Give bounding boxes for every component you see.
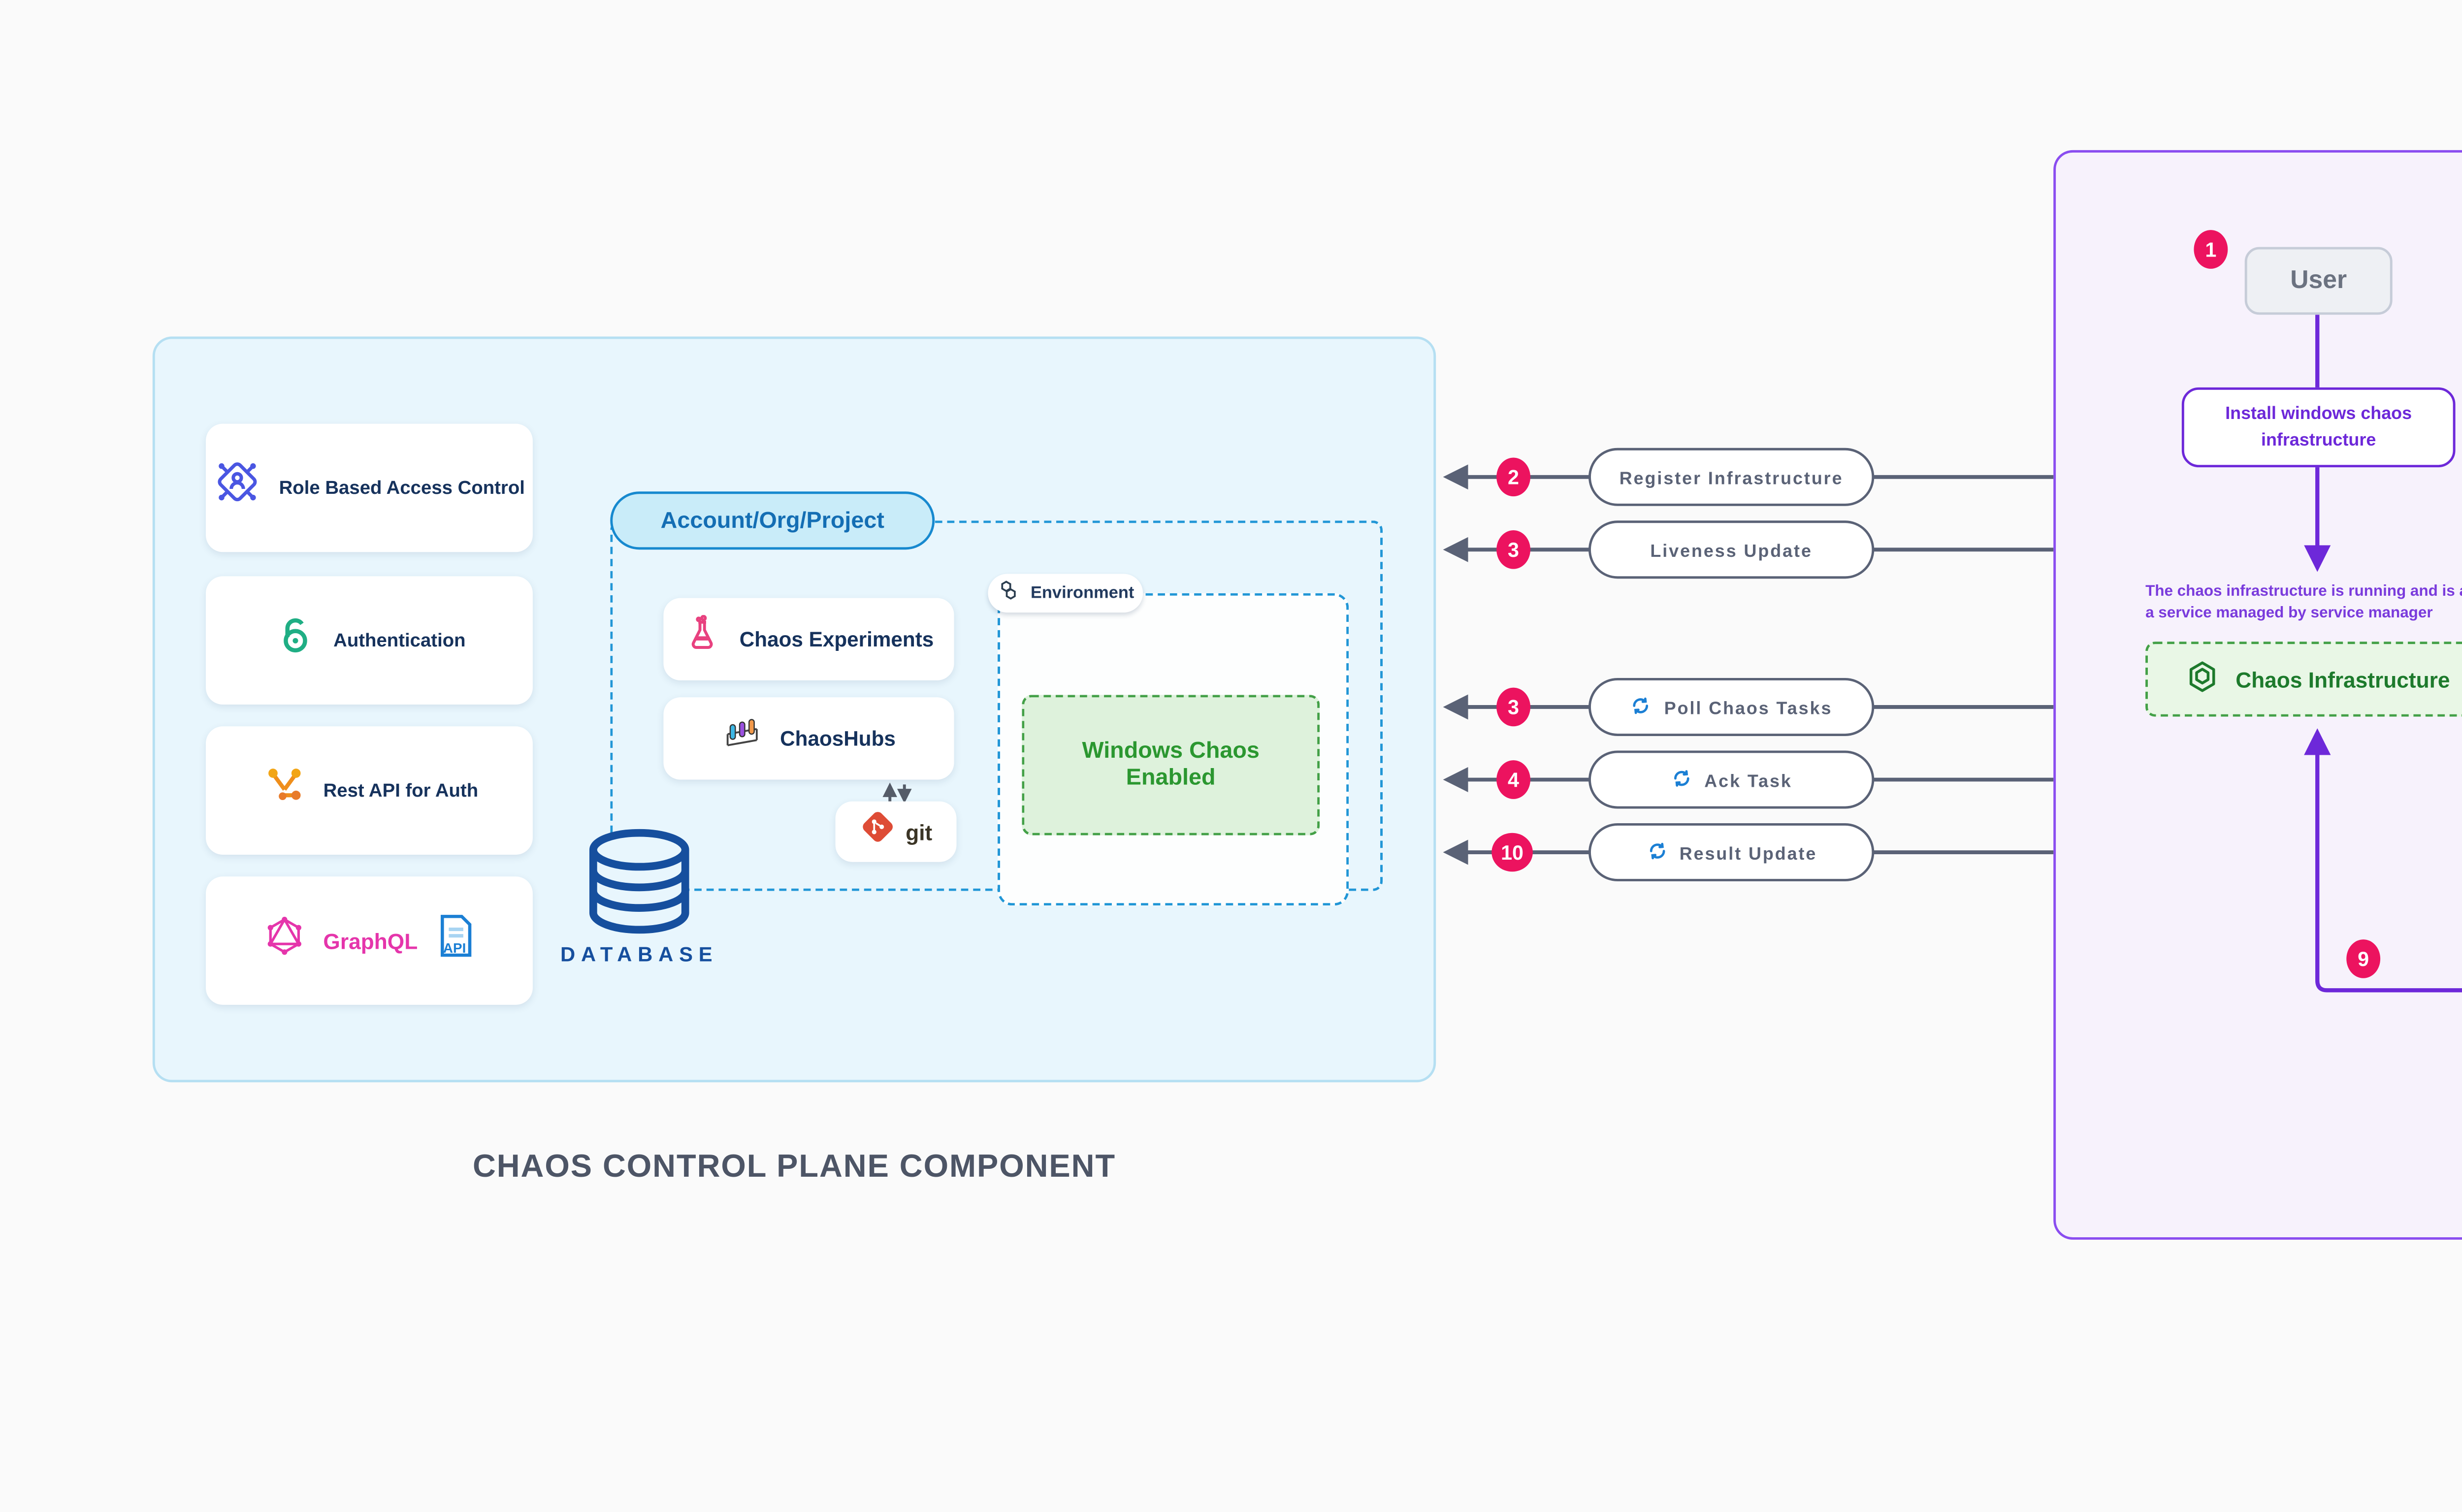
account-org-project-pill: Account/Org/Project <box>610 491 935 550</box>
chaos-experiments-card: Chaos Experiments <box>663 598 954 680</box>
flow-pill-liveness-update: Liveness Update <box>1588 520 1875 579</box>
chaoshubs-icon <box>722 712 763 765</box>
install-infra-label: Install windows chaos infrastructure <box>2225 402 2412 450</box>
rest-api-card: Rest API for Auth <box>206 726 533 855</box>
auth-icon <box>273 612 317 668</box>
flow-label: Register Infrastructure <box>1619 466 1844 488</box>
rest-api-label: Rest API for Auth <box>323 779 479 802</box>
database-icon <box>583 828 695 934</box>
flow-badge-register: 2 <box>1496 457 1530 497</box>
chaoshubs-label: ChaosHubs <box>780 726 896 751</box>
environment-label: Environment <box>1030 584 1134 602</box>
flow-badge-result: 10 <box>1491 833 1533 872</box>
flow-badge-ack: 4 <box>1496 760 1530 799</box>
graphql-card: GraphQL API <box>206 876 533 1005</box>
account-org-project-label: Account/Org/Project <box>660 507 884 534</box>
flow-badge-poll: 3 <box>1496 687 1530 727</box>
chaos-infrastructure-box: Chaos Infrastructure <box>2145 642 2462 717</box>
chaos-infrastructure-label: Chaos Infrastructure <box>2235 667 2450 692</box>
authentication-card: Authentication <box>206 576 533 705</box>
flow-label: Ack Task <box>1704 769 1792 791</box>
badge-user: 1 <box>2194 230 2228 269</box>
git-card: git <box>835 801 957 862</box>
account-dashed-container <box>610 520 1383 891</box>
flask-icon <box>684 613 723 665</box>
git-label: git <box>906 819 933 844</box>
git-icon <box>860 807 896 856</box>
sync-icon <box>1670 766 1692 793</box>
flow-pill-result-update: Result Update <box>1588 823 1875 882</box>
execution-plane-title: CHAOS EXECUTION PLANE COMPONENT <box>2364 1319 2462 1356</box>
sync-icon <box>1646 839 1667 866</box>
flow-badge-liveness: 3 <box>1496 530 1530 569</box>
graphql-label: GraphQL <box>323 928 418 953</box>
flow-pill-poll-chaos-tasks: Poll Chaos Tasks <box>1588 677 1875 736</box>
user-label: User <box>2290 266 2347 295</box>
sync-icon <box>1630 694 1652 720</box>
api-doc-icon: API <box>435 912 474 970</box>
flow-label: Result Update <box>1679 841 1817 864</box>
authentication-label: Authentication <box>333 629 466 651</box>
rbac-label: Role Based Access Control <box>279 477 525 499</box>
environment-icon <box>997 579 1021 608</box>
windows-chaos-enabled-label: Windows Chaos Enabled <box>1082 738 1260 792</box>
chaos-infra-icon <box>2185 659 2221 700</box>
flow-pill-ack-task: Ack Task <box>1588 750 1875 809</box>
rest-api-icon <box>260 762 306 820</box>
windows-chaos-enabled-box: Windows Chaos Enabled <box>1022 695 1320 836</box>
badge-generate: 9 <box>2346 939 2381 978</box>
note-infra-running: The chaos infrastructure is running and … <box>2145 583 2462 623</box>
rbac-icon <box>214 457 262 518</box>
svg-text:API: API <box>442 939 464 955</box>
graphql-icon <box>265 914 306 967</box>
install-infra-box: Install windows chaos infrastructure <box>2181 387 2456 468</box>
flow-label: Liveness Update <box>1650 539 1813 561</box>
chaos-experiments-label: Chaos Experiments <box>739 627 934 651</box>
chaoshubs-card: ChaosHubs <box>663 697 954 780</box>
environment-pill: Environment <box>988 574 1143 613</box>
user-box: User <box>2244 247 2393 315</box>
database-label: DATABASE <box>560 941 718 966</box>
flow-pill-register-infrastructure: Register Infrastructure <box>1588 448 1875 506</box>
flow-label: Poll Chaos Tasks <box>1664 696 1833 718</box>
control-plane-title: CHAOS CONTROL PLANE COMPONENT <box>472 1147 1116 1184</box>
rbac-card: Role Based Access Control <box>206 423 533 552</box>
